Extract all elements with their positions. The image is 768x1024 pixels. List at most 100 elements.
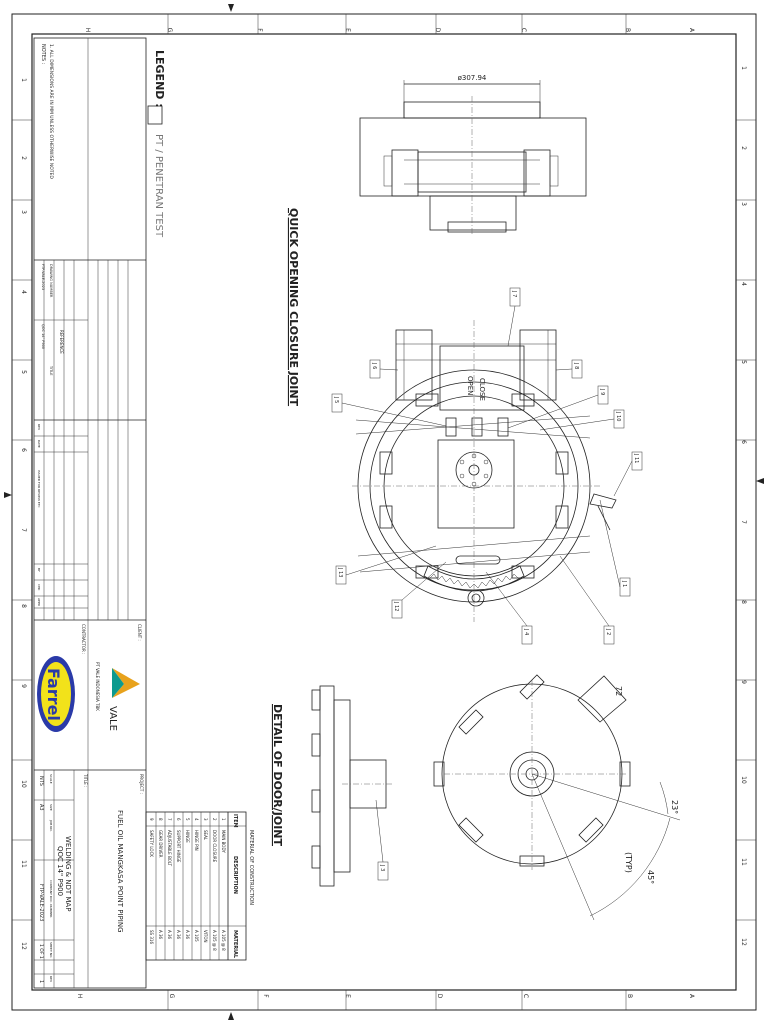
table-row: A 36 <box>185 930 190 940</box>
table-row: 5 <box>185 818 190 821</box>
grid-letters-bottom: H G F E D C B A <box>76 994 695 999</box>
table-row: A 36 <box>158 930 163 940</box>
sheet-value: 1 OF 1 <box>38 944 44 959</box>
top-dimension: ø307.94 <box>458 74 487 82</box>
table-row: 2 <box>212 818 217 821</box>
farrel-logo: Farrel <box>37 656 75 732</box>
grid-number: 6 <box>20 448 27 452</box>
contractor-label: CONTRACTOR : <box>81 624 86 654</box>
table-row: 3 <box>203 818 208 821</box>
legend-pt-symbol <box>147 105 163 125</box>
notes-heading: NOTES : <box>40 44 46 65</box>
ref-drawing-number-label: DRAWING NUMBER <box>49 264 53 298</box>
center-mark-left <box>4 492 12 498</box>
vale-logo <box>112 668 140 698</box>
table-row: MAIN BODY <box>221 830 226 853</box>
table-row: SS 316 <box>149 930 154 944</box>
grid-number: 2 <box>20 156 27 160</box>
grid-letter: A <box>688 28 695 33</box>
title-line1: WELDING & NDT MAP <box>64 836 72 911</box>
grid-number: 5 <box>20 370 27 374</box>
grid-letter: C <box>520 28 527 32</box>
size-label: SIZE <box>49 804 53 811</box>
title-label: TITLE : <box>83 773 88 787</box>
grid-number: 11 <box>740 858 747 866</box>
table-row: DOOR CLOSURE <box>212 830 217 863</box>
center-mark-right <box>756 478 764 484</box>
grid-letter: E <box>344 28 351 32</box>
job-label: JOB NO. <box>49 819 53 832</box>
table-row: 6 <box>176 818 181 821</box>
joint-label-j7: J 7 <box>511 290 517 297</box>
ref-title-label: TITLE <box>49 365 53 375</box>
grid-number: 1 <box>740 66 747 70</box>
grid-number: 10 <box>740 776 747 784</box>
project-label: PROJECT : <box>139 774 144 794</box>
contractor-name: Farrel <box>44 668 63 721</box>
grid-letter: G <box>168 994 175 999</box>
client-label: CLIENT : <box>137 624 142 641</box>
rev-col-approved: APPD <box>37 598 41 607</box>
border-ticks <box>12 14 756 1010</box>
company-doc-value: FTP-VALE-2023 <box>38 884 44 921</box>
size-value: A3 <box>38 804 44 811</box>
center-mark-bottom <box>228 1012 234 1020</box>
title-line2: QOC 14" P900 <box>56 846 64 896</box>
grid-letter: C <box>522 994 529 998</box>
table-row: HINGE PIN <box>194 830 199 851</box>
dim-23-deg: 23° <box>670 800 679 814</box>
grid-number: 9 <box>20 684 27 688</box>
grid-letter: E <box>344 994 351 998</box>
grid-number: 3 <box>740 202 747 206</box>
open-label: OPEN <box>466 376 474 395</box>
grid-number: 11 <box>20 860 27 868</box>
legend-label: LEGEND : <box>153 50 166 108</box>
joint-label-j11: J 11 <box>633 453 639 463</box>
grid-letter: H <box>84 28 91 33</box>
grid-letters-top: H G F E D C B A <box>84 28 695 33</box>
table-row: A 36 <box>167 930 172 940</box>
grid-numbers-left: 1 2 3 4 5 6 7 8 9 10 11 12 <box>20 78 27 950</box>
project-name: FUEL OIL MANGKASA POINT PIPING <box>116 810 124 933</box>
joint-label-j6: J 6 <box>371 362 377 369</box>
table-row: HINGE <box>185 830 190 843</box>
grid-letter: F <box>256 28 263 32</box>
dim-72: 72 <box>614 686 623 696</box>
grid-number: 7 <box>740 520 747 524</box>
main-closure-view: OPEN CLOSE <box>352 320 617 622</box>
col-description: DESCRIPTION <box>232 856 238 894</box>
rev-label: REV <box>49 976 53 983</box>
scale-value: NTS <box>38 776 44 786</box>
grid-number: 10 <box>20 780 27 788</box>
grid-number: 2 <box>740 146 747 150</box>
notes-line: 1. ALL DIMENSIONS ARE IN MM UNLESS OTHER… <box>48 44 54 179</box>
material-heading: MATERIAL OF CONSTRUCTION <box>248 830 254 905</box>
client-subtitle: PT VALE INDONESIA TBK <box>95 662 100 711</box>
grid-number: 4 <box>740 282 747 286</box>
table-row: 1 <box>221 818 226 821</box>
section-title: QUICK OPENING CLOSURE JOINT <box>287 208 300 407</box>
table-row: 7 <box>167 818 172 821</box>
detail-title: DETAIL OF DOOR/JOINT <box>271 704 284 846</box>
ref-desc-value: QOC 14" P900 <box>41 324 45 349</box>
grid-number: 1 <box>20 78 27 82</box>
title-column: NOTES : 1. ALL DIMENSIONS ARE IN MM UNLE… <box>33 37 166 989</box>
grid-letter: H <box>76 994 83 999</box>
sheet-label: SHEET NO. <box>49 942 53 958</box>
rev-col-checked: CHK <box>37 584 41 591</box>
joint-labels: J 7 J 6 J 8 J 5 J 9 J 10 J 11 J 13 J 12 … <box>333 290 639 871</box>
grid-letter: D <box>434 28 441 33</box>
joint-callouts <box>331 287 643 881</box>
col-material: MATERIAL <box>232 930 238 959</box>
detail-side-view <box>311 685 394 887</box>
table-row: 9 <box>149 818 154 821</box>
table-row: VITON <box>203 930 208 943</box>
rev-col-date: DATE <box>37 440 41 448</box>
grid-letter: D <box>436 994 443 999</box>
grid-number: 7 <box>20 528 27 532</box>
table-row: GEAR DRIVER <box>158 830 163 858</box>
grid-letter: A <box>688 994 695 999</box>
table-row: A 36 <box>176 930 181 940</box>
joint-label-j13: J 13 <box>337 567 343 577</box>
